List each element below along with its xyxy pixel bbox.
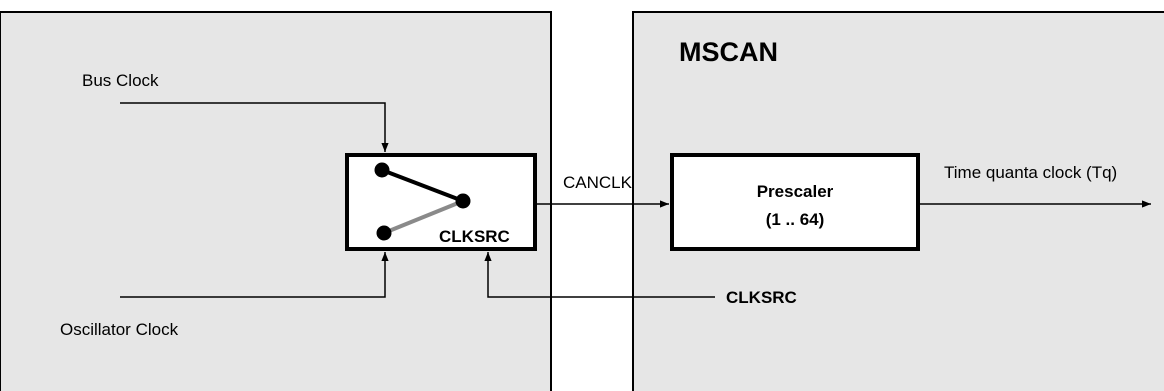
- bus-clock-label: Bus Clock: [82, 71, 159, 90]
- clksrc-control-label: CLKSRC: [726, 288, 797, 307]
- clksrc-control-signal: CLKSRC: [484, 252, 797, 307]
- bus-clock-line: [120, 102, 389, 152]
- mux-label: CLKSRC: [439, 227, 510, 246]
- canclk-signal: CANCLK: [535, 173, 669, 208]
- oscillator-clock-line: [120, 252, 389, 298]
- active-switch-arm: [381, 168, 464, 203]
- canclk-label: CANCLK: [563, 173, 633, 192]
- bus-clock-contact: [374, 162, 390, 178]
- clksrc-mux: CLKSRC: [345, 153, 537, 251]
- inactive-switch-arm: [383, 199, 464, 235]
- prescaler-title: Prescaler: [757, 182, 834, 201]
- oscillator-clock-signal: Oscillator Clock: [60, 252, 389, 339]
- tq-output-signal: Time quanta clock (Tq): [918, 163, 1151, 208]
- switch-pivot: [455, 193, 471, 209]
- prescaler-range: (1 .. 64): [766, 210, 825, 229]
- bus-clock-signal: Bus Clock: [82, 71, 389, 152]
- tq-output-label: Time quanta clock (Tq): [944, 163, 1117, 182]
- prescaler-block: Prescaler (1 .. 64): [670, 153, 920, 251]
- clksrc-control-line: [484, 252, 715, 298]
- mscan-title: MSCAN: [679, 37, 778, 67]
- oscillator-clock-label: Oscillator Clock: [60, 320, 179, 339]
- oscillator-clock-contact: [376, 225, 392, 241]
